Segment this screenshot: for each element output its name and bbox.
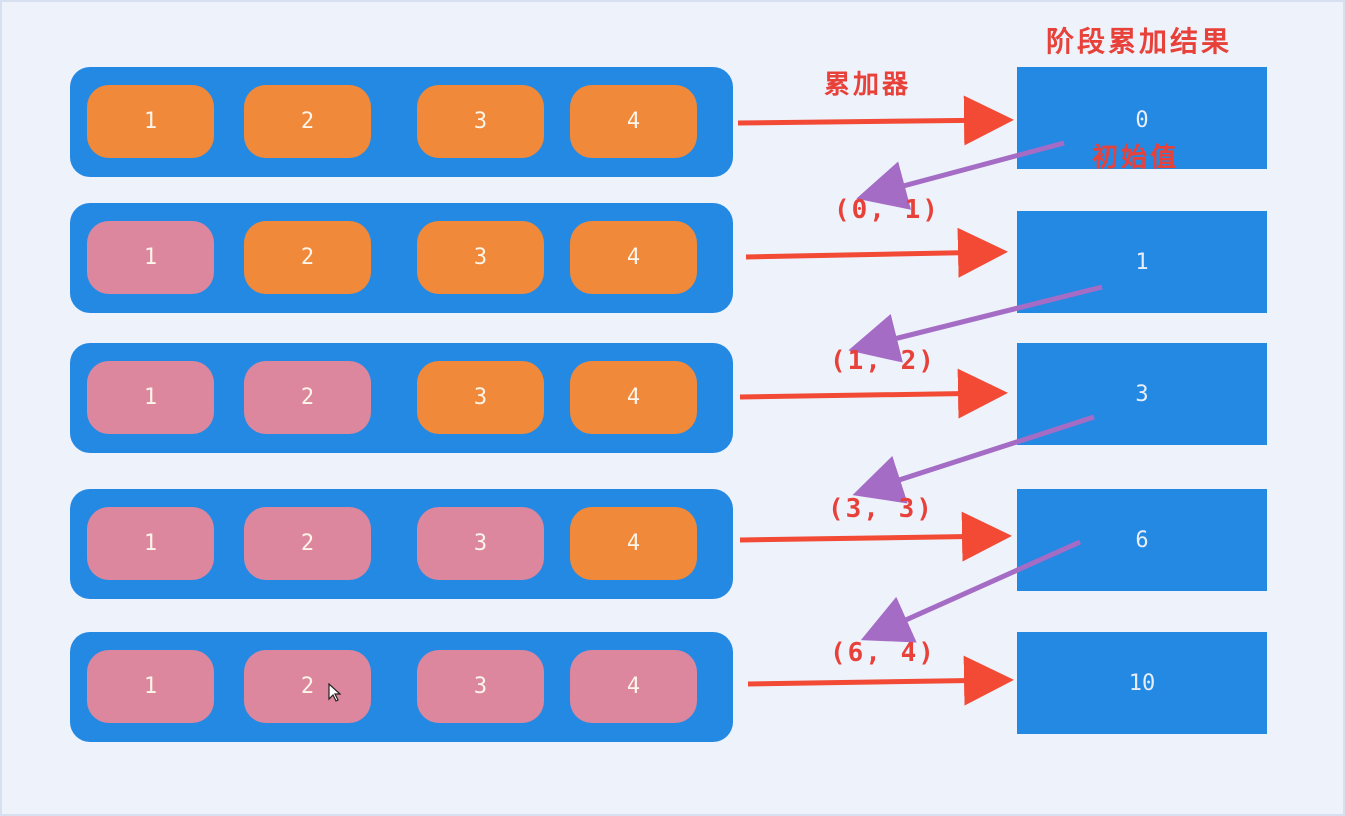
element-cell: 3 [417, 650, 544, 723]
sequence-row-2: 1 2 3 4 [70, 203, 733, 313]
element-cell: 4 [570, 507, 697, 580]
stage-result-title: 阶段累加结果 [1046, 25, 1233, 58]
element-cell: 3 [417, 85, 544, 158]
result-value: 1 [1135, 249, 1149, 275]
element-cell: 4 [570, 650, 697, 723]
feedback-arrow [848, 284, 1103, 363]
element-cell: 2 [244, 650, 371, 723]
result-value: 3 [1135, 381, 1149, 407]
accumulate-pair-label: (6, 4) [830, 638, 936, 668]
result-box-1: 0 [1017, 67, 1267, 169]
element-cell: 2 [244, 85, 371, 158]
accumulate-pair-label: (0, 1) [834, 195, 940, 225]
feedback-arrow [860, 539, 1082, 643]
element-cell: 3 [417, 221, 544, 294]
element-cell: 1 [87, 361, 214, 434]
element-cell: 4 [570, 85, 697, 158]
result-value: 6 [1135, 527, 1149, 553]
element-cell: 1 [87, 221, 214, 294]
accumulator-label: 累加器 [824, 70, 912, 100]
sequence-row-4: 1 2 3 4 [70, 489, 733, 599]
initial-value-label: 初始值 [1092, 143, 1180, 173]
mouse-pointer-icon [328, 683, 342, 702]
feedback-arrow [856, 140, 1065, 210]
element-cell: 4 [570, 361, 697, 434]
result-box-4: 6 [1017, 489, 1267, 591]
element-cell: 3 [417, 361, 544, 434]
accumulate-arrow [737, 95, 1014, 146]
element-cell: 2 [244, 221, 371, 294]
element-cell: 4 [570, 221, 697, 294]
accumulate-arrow [745, 227, 1008, 278]
result-box-5: 10 [1017, 632, 1267, 734]
accumulate-arrow [747, 655, 1014, 706]
element-cell: 2 [244, 361, 371, 434]
element-cell: 3 [417, 507, 544, 580]
accumulate-arrow [739, 368, 1008, 419]
sequence-row-3: 1 2 3 4 [70, 343, 733, 453]
result-value: 10 [1128, 670, 1156, 696]
feedback-arrow [852, 414, 1095, 504]
sequence-row-1: 1 2 3 4 [70, 67, 733, 177]
element-cell: 1 [87, 85, 214, 158]
sequence-row-5: 1 2 3 4 [70, 632, 733, 742]
element-cell: 1 [87, 507, 214, 580]
accumulate-arrow [739, 511, 1012, 562]
element-cell: 2 [244, 507, 371, 580]
accumulate-pair-label: (1, 2) [830, 346, 936, 376]
element-cell: 1 [87, 650, 214, 723]
accumulate-pair-label: (3, 3) [828, 494, 934, 524]
result-value: 0 [1135, 107, 1149, 133]
